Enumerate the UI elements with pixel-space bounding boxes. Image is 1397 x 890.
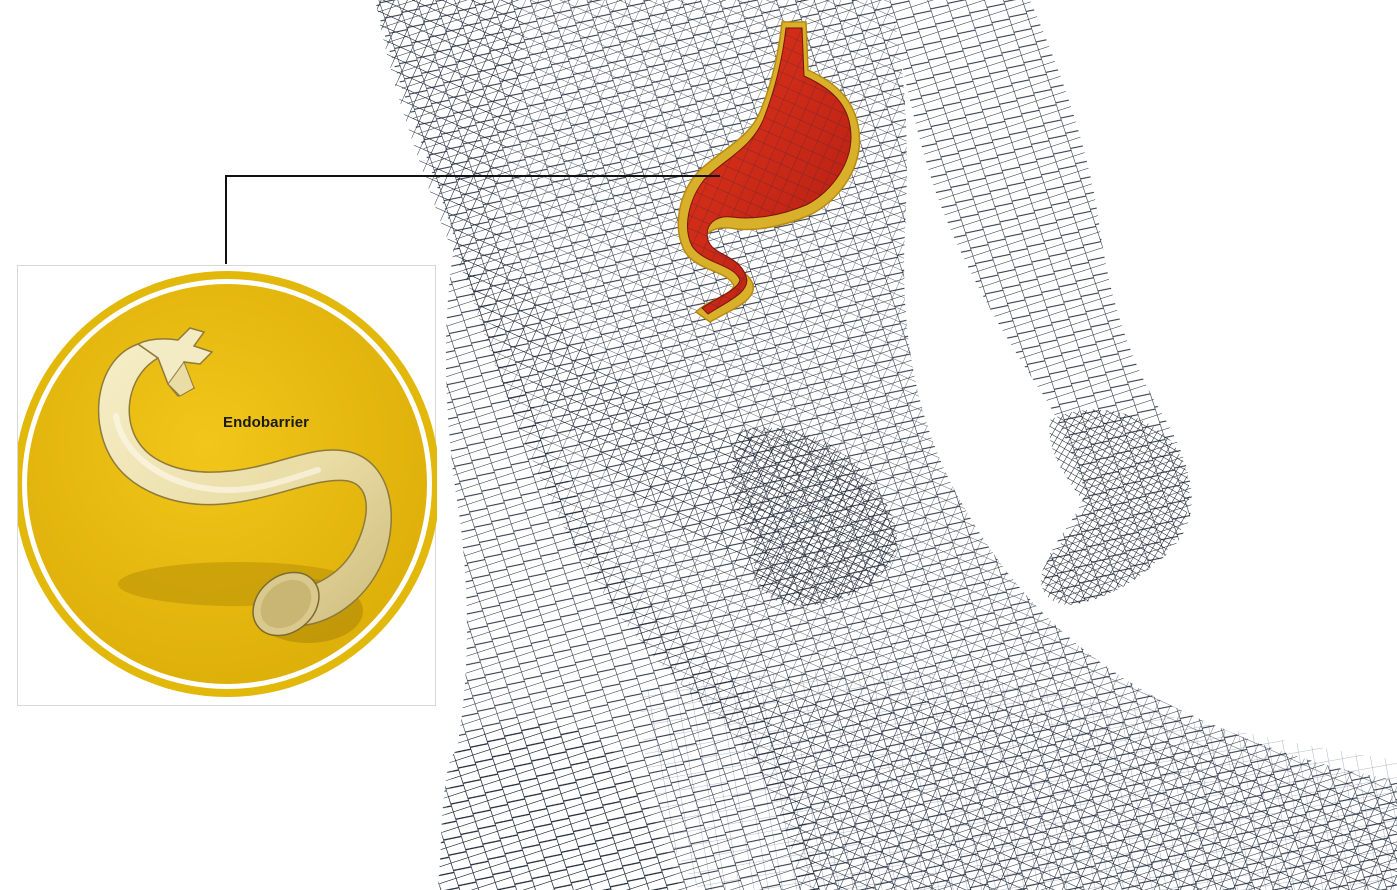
- inset-panel: Endobarrier: [17, 265, 436, 706]
- endobarrier-label: Endobarrier: [223, 414, 309, 431]
- endobarrier-sleeve-icon: [18, 266, 437, 707]
